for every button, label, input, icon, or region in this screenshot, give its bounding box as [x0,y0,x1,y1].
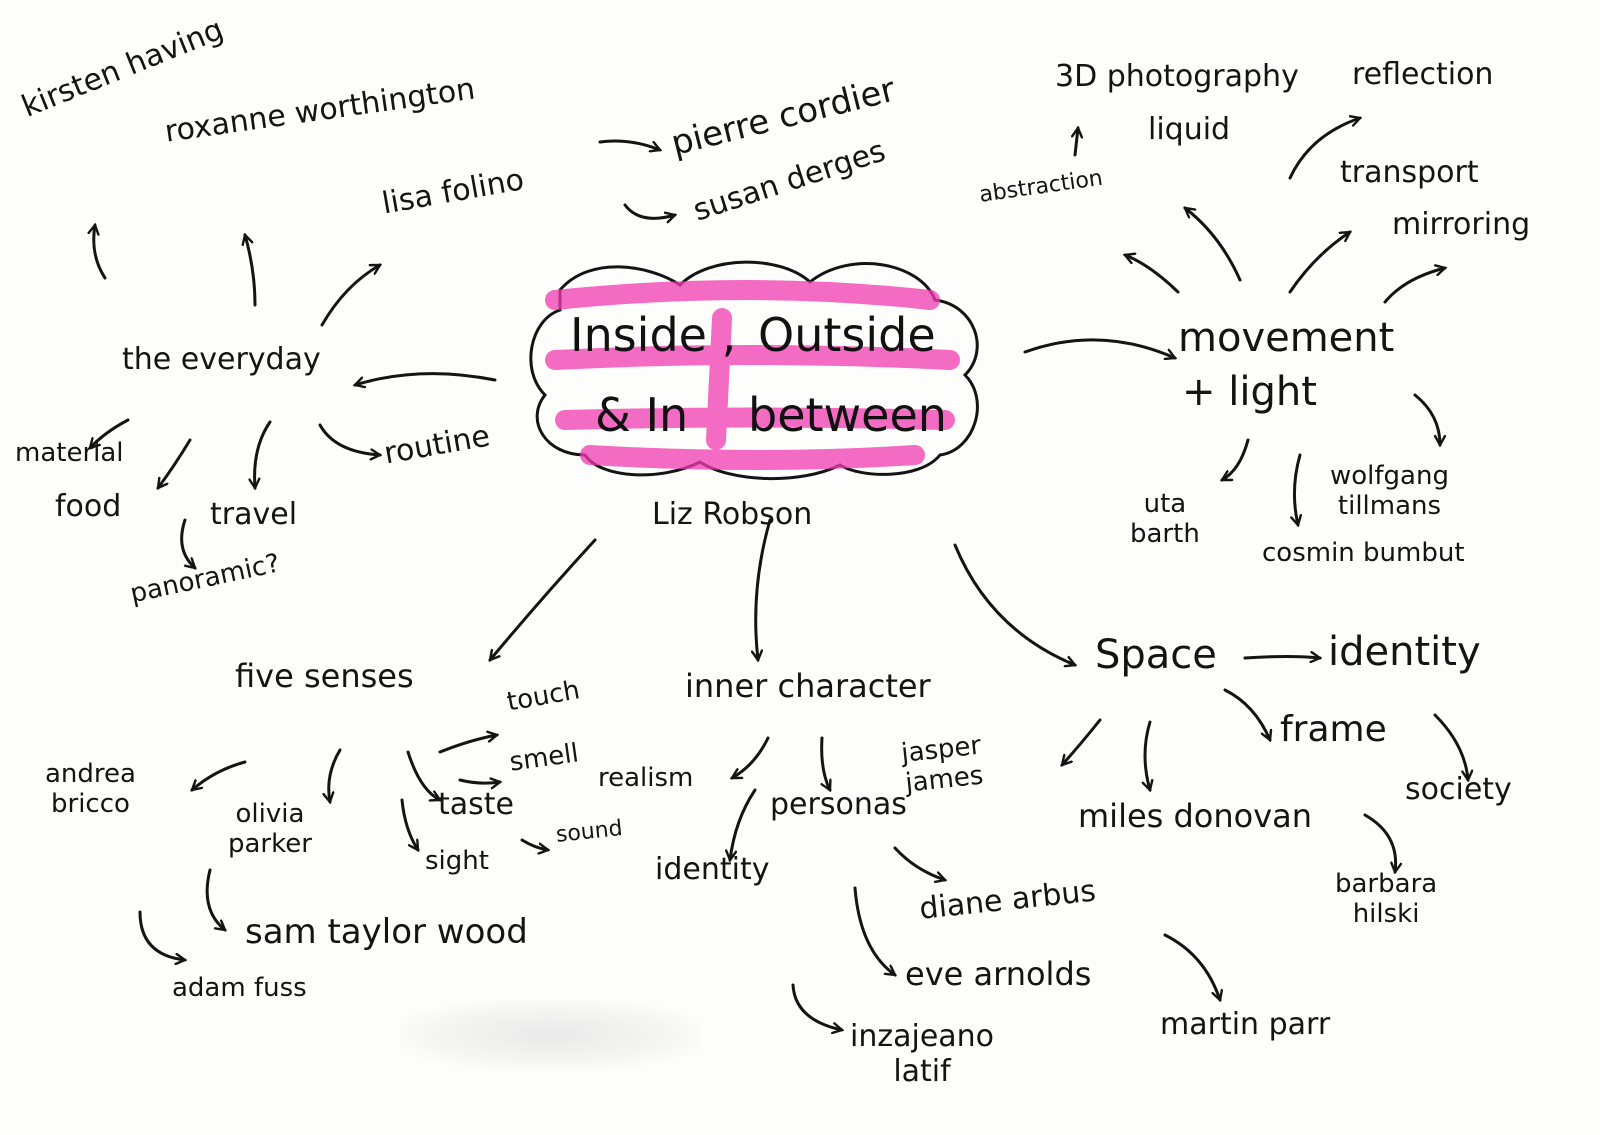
arrow-everyday-roxanne [245,235,257,307]
arrow-center-everyday [355,372,497,385]
arrow-andrea-adam [138,910,185,960]
item-sam-taylor-wood: sam taylor wood [245,912,528,952]
arrow-everyday-routine [318,423,380,455]
arrow-travel-panoramic [180,518,195,568]
arrow-everyday-lisa [320,263,380,327]
item-eve-arnolds: eve arnolds [905,955,1092,993]
arrow-realism-identity [730,788,757,860]
arrow-light-cosmin [1294,453,1300,525]
arrow-light-wolfgang [1413,393,1440,445]
item-andrea-bricco: andrea bricco [45,759,136,819]
center-highlight [545,280,960,470]
item-barbara-hilski: barbara hilski [1335,869,1438,929]
arrow-everyday-material [90,418,130,448]
item-miles-donovan: miles donovan [1078,797,1313,835]
arrow-senses-olivia [329,748,342,802]
arrow-olivia-sam [205,868,225,930]
branch-light: + light [1178,369,1323,422]
item-olivia-parker: olivia parker [228,799,312,859]
item-food: food [55,489,122,524]
arrow-center-inner [756,518,772,660]
arrow-space-jasper [1062,718,1102,765]
item-material: material [15,438,124,468]
item-realism: realism [598,763,694,793]
arrow-space-miles [1145,720,1150,790]
branch-inner-character: inner character [681,667,937,712]
branch-space: Space [1091,632,1223,685]
arrow-movement-liquid [1185,208,1242,282]
branch-five-senses: five senses [231,657,420,702]
branch-movement: movement [1173,315,1401,368]
center-title-inside: Inside , [570,308,737,362]
arrow-inner-realism [732,736,770,780]
arrow-everyday-travel [255,420,272,488]
smudge [400,1000,700,1070]
arrow-movement-abstraction [1125,255,1180,294]
arrow-frame-society [1433,713,1468,780]
item-reflection: reflection [1352,57,1494,92]
item-martin-parr: martin parr [1160,1007,1331,1042]
item-travel: travel [210,497,298,532]
item-liquid: liquid [1148,112,1231,147]
arrow-senses-smell [458,780,500,783]
item-personas: personas [770,787,907,822]
arrow-liquid-abstraction [1075,128,1078,157]
center-title-between: between [748,388,947,442]
item-wolfgang-tillmans: wolfgang tillmans [1330,461,1449,521]
arrow-senses-touch [438,735,497,754]
arrow-lisa-susan [623,203,675,218]
item-mirroring: mirroring [1392,207,1531,242]
arrow-center-senses [490,538,597,660]
item-taste: taste [438,787,514,822]
arrow-taste-sound [520,838,548,850]
item-transport: transport [1340,155,1479,190]
arrow-movement-mirroring [1383,268,1445,304]
center-cloud [529,260,979,481]
item-jasper-james: jasper james [899,730,985,799]
item-inzajeano-latif: inzajeano latif [850,1019,995,1089]
arrow-senses-andrea [192,760,247,790]
author-name: Liz Robson [652,497,813,532]
item-uta-barth: uta barth [1130,489,1200,549]
arrow-personas-diane [893,846,945,880]
item-frame: frame [1280,709,1387,750]
arrow-senses-taste [406,750,440,800]
branch-everyday: the everyday [118,342,327,385]
arrow-space-frame [1223,688,1270,740]
arrow-center-movement [1023,338,1175,358]
center-title-and-in: & In [595,388,689,442]
center-title-outside: Outside [758,308,936,362]
arrow-senses-sight [400,798,420,850]
item-3d-photography: 3D photography [1055,59,1299,94]
arrow-light-uta [1222,438,1250,482]
arrow-everyday-food [156,438,192,488]
arrow-personas-eve [853,886,895,977]
item-inner-identity: identity [655,852,770,887]
arrow-diane-martin [1163,933,1220,1000]
item-sight: sight [425,846,489,876]
arrow-liquid-reflection [1288,118,1360,180]
arrow-lisa-pierre [598,139,660,150]
arrow-center-space [953,543,1075,665]
arrow-movement-transport [1288,230,1350,294]
item-society: society [1405,772,1512,807]
item-cosmin-bumbut: cosmin bumbut [1262,538,1465,568]
arrow-space-identity [1243,657,1320,659]
arrow-everyday-kirsten [94,225,107,280]
arrow-miles-barbara [1363,813,1396,872]
item-adam-fuss: adam fuss [172,973,307,1003]
arrow-inner-personas [820,736,830,790]
arrow-eve-inzajeano [791,983,842,1030]
item-space-identity: identity [1328,629,1481,675]
